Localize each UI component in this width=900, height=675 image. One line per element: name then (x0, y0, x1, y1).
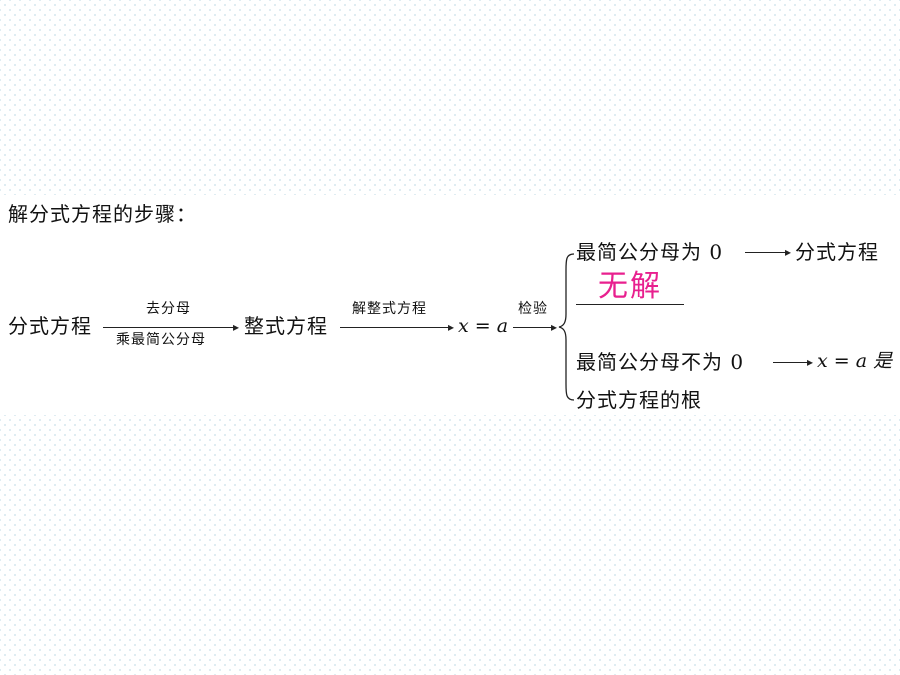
step1-arrow-line (103, 327, 237, 328)
step2-top-label: 解整式方程 (352, 301, 427, 317)
step2-arrow-line (340, 327, 452, 328)
upper-condition: 最简公分母为 0 (576, 240, 724, 264)
step1-top-label: 去分母 (146, 301, 191, 317)
upper-arrow-line (745, 252, 789, 253)
step3-arrowhead: ▸ (551, 320, 558, 334)
lower-condition: 最简公分母不为 0 (576, 350, 745, 374)
lower-arrowhead: ▸ (807, 355, 814, 369)
content-band (0, 195, 900, 415)
upper-result: 分式方程 (795, 240, 879, 264)
step2-arrowhead: ▸ (448, 320, 455, 334)
flow-start-label: 分式方程 (8, 314, 92, 338)
result-equation: x = a (458, 315, 509, 337)
step1-arrowhead: ▸ (233, 320, 240, 334)
lower-arrow-line (773, 362, 811, 363)
section-title: 解分式方程的步骤： (8, 202, 197, 226)
step3-arrow-line (513, 327, 555, 328)
flow-middle-label: 整式方程 (244, 314, 328, 338)
answer-text: 无解 (598, 269, 662, 304)
step3-top-label: 检验 (518, 301, 548, 317)
answer-underline (576, 304, 684, 305)
lower-result-continued: 分式方程的根 (576, 388, 702, 412)
upper-arrowhead: ▸ (785, 245, 792, 259)
lower-result: x = a 是 (817, 350, 893, 372)
step1-bottom-label: 乘最简公分母 (116, 332, 206, 348)
branch-brace (558, 253, 575, 401)
